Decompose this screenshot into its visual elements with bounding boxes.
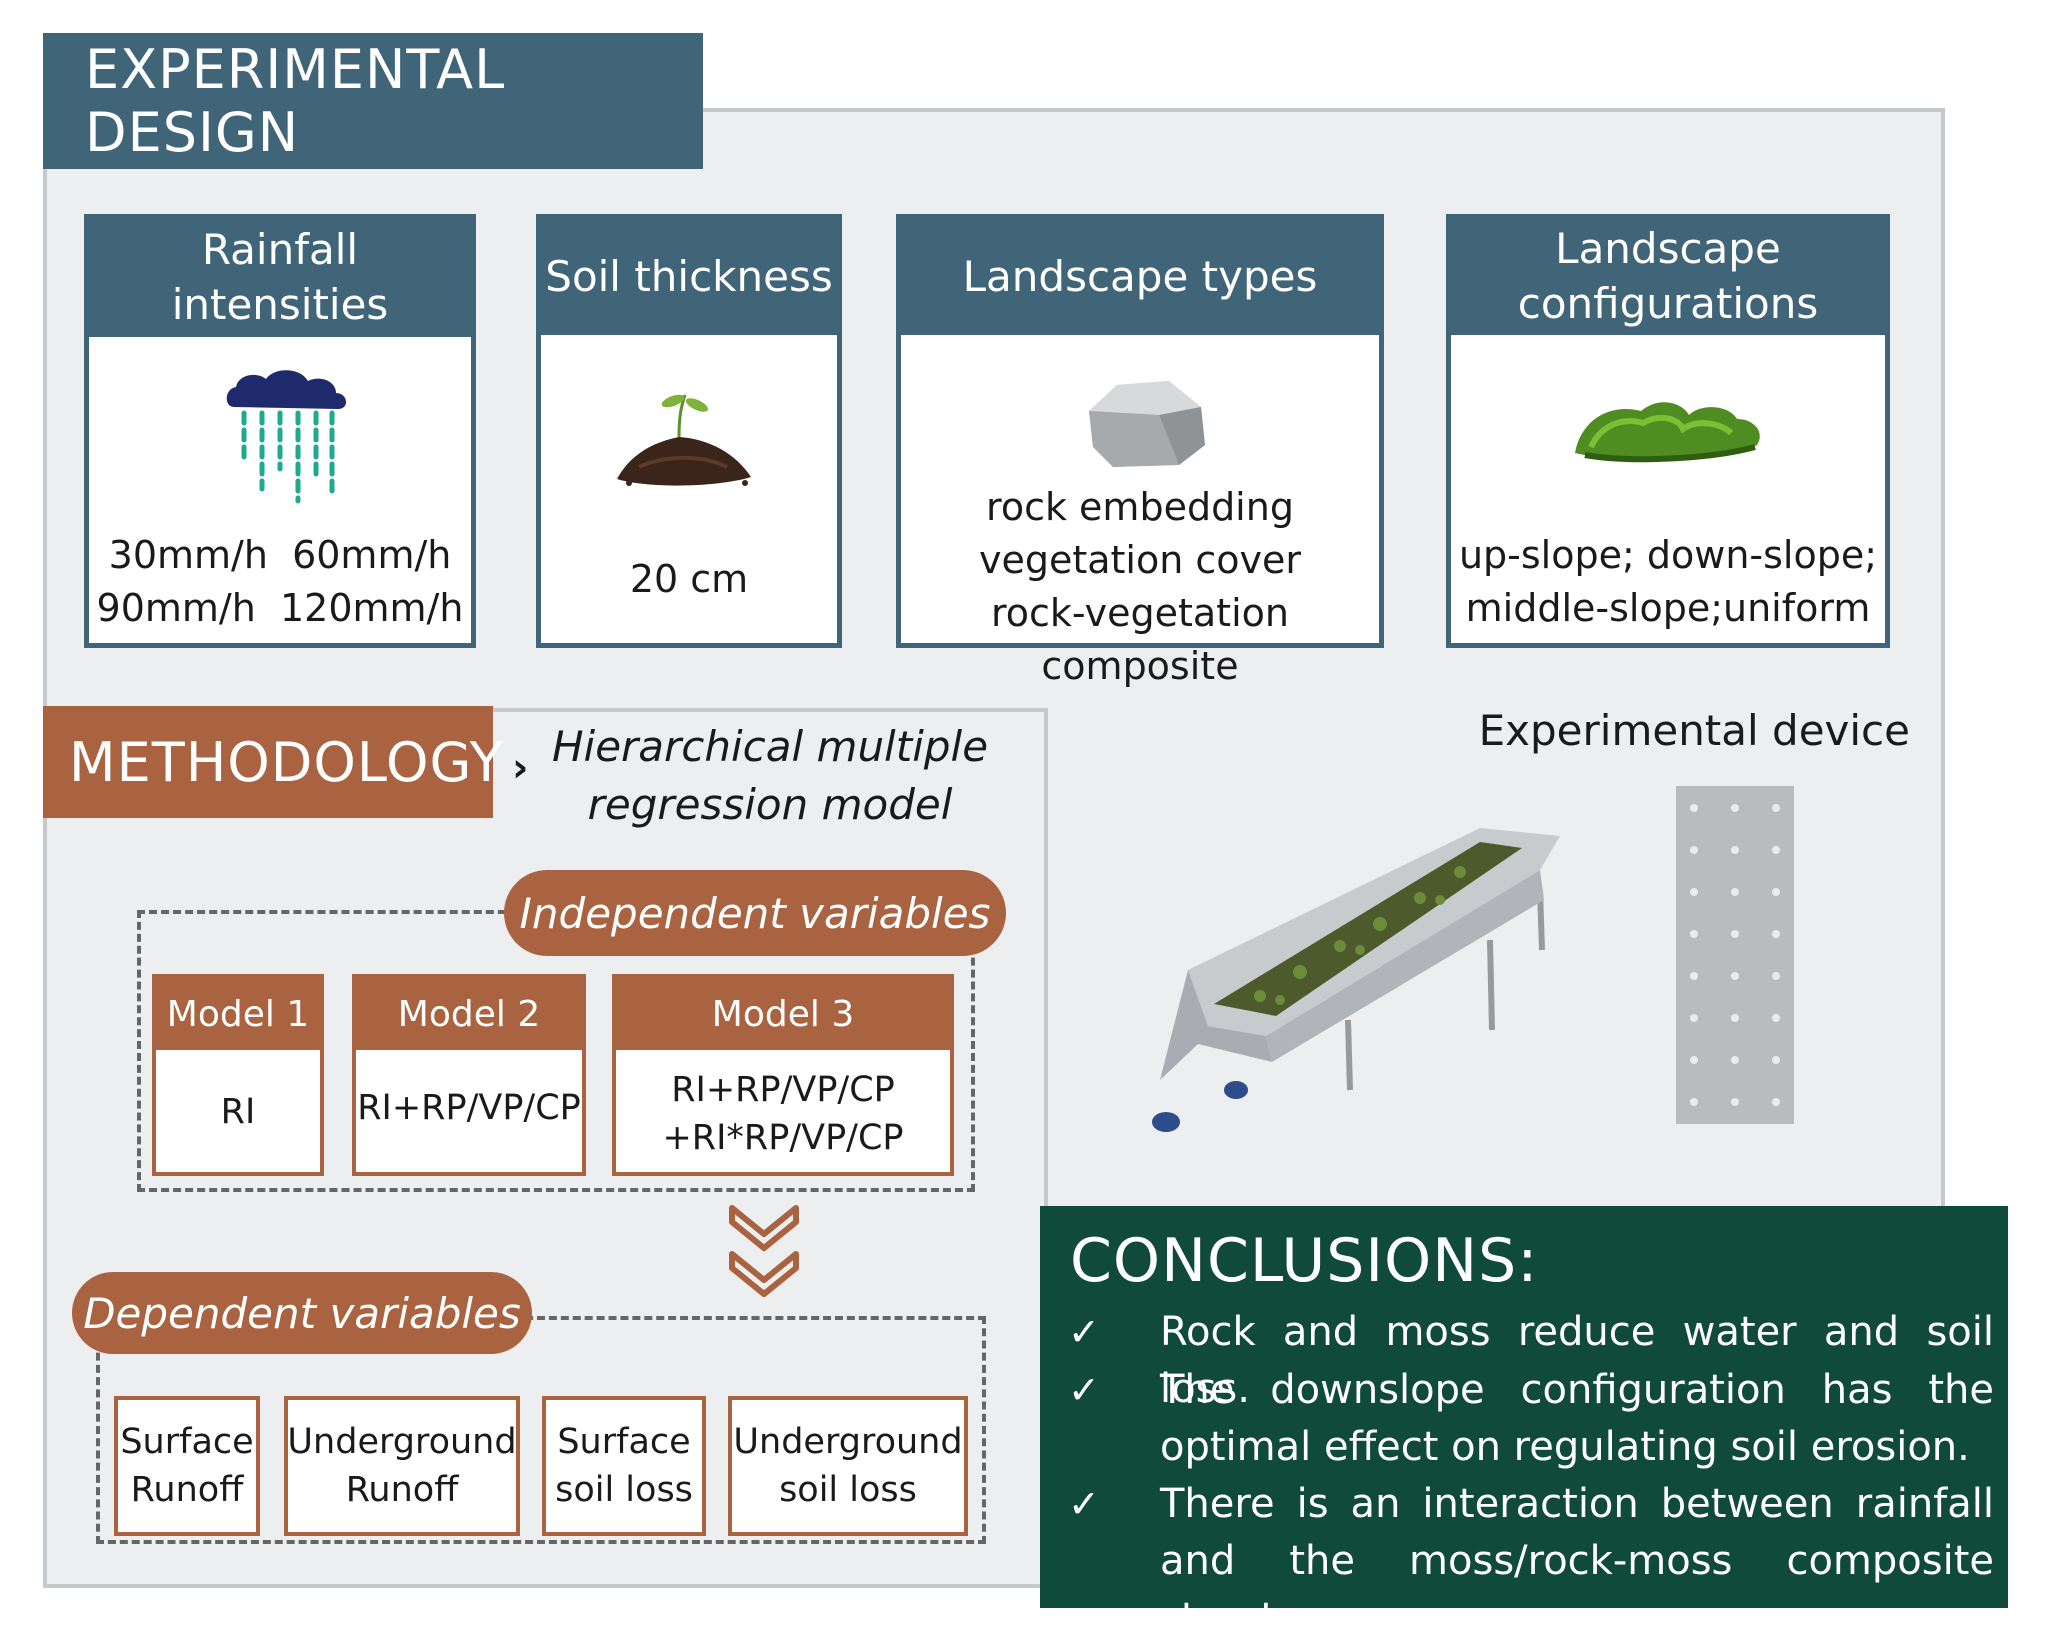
conclusion-text-3: There is an interaction between rainfall… [1160, 1481, 1994, 1641]
model-2-box: Model 2 RI+RP/VP/CP [352, 974, 586, 1176]
card-title-landscape-types: Landscape types [901, 219, 1379, 335]
soil-thickness-value: 20 cm [629, 557, 749, 601]
rock-icon [1089, 381, 1205, 467]
model-3-formula-line-1: RI+RP/VP/CP [671, 1070, 895, 1110]
card-landscape-configurations: Landscape configurations up-slope; down-… [1446, 214, 1890, 648]
check-icon: ✓ [1068, 1310, 1100, 1354]
rainfall-values: 30mm/h 60mm/h 90mm/h 120mm/h [89, 529, 471, 635]
experimental-design-title: EXPERIMENTAL DESIGN [43, 33, 703, 169]
dependent-1-line-1: Surface [120, 1422, 254, 1462]
conclusion-text-2: The downslope configuration has the opti… [1160, 1367, 1994, 1470]
dependent-1-line-2: Runoff [130, 1470, 244, 1510]
dependent-underground-soil-loss: Underground soil loss [728, 1396, 968, 1536]
dependent-3-line-1: Surface [557, 1422, 691, 1462]
conclusion-text-1: Rock and moss reduce water and soil loss… [1160, 1309, 1994, 1412]
methodology-model-type: Hierarchical multiple regression model [551, 722, 989, 829]
dependent-3-line-2: soil loss [555, 1470, 693, 1510]
soil-seedling-icon [617, 394, 751, 486]
model-1-title: Model 1 [156, 978, 320, 1050]
conclusions-panel: CONCLUSIONS: ✓ Rock and moss reduce wate… [1040, 1206, 2008, 1641]
card-title-soil-thickness: Soil thickness [541, 219, 837, 335]
landscape-type-composite: rock-vegetation composite [991, 591, 1289, 688]
independent-variables-label: Independent variables [504, 870, 1006, 956]
dependent-2-line-2: Runoff [345, 1470, 459, 1510]
dependent-variables-label: Dependent variables [72, 1272, 532, 1354]
perforated-plate-illustration [1676, 786, 1794, 1124]
rain-cloud-icon [226, 370, 347, 504]
dependent-variables-group [96, 1316, 986, 1544]
rainfall-values-line-1: 30mm/h 60mm/h [108, 533, 452, 577]
moss-icon [1575, 402, 1760, 463]
configuration-line-2: middle-slope;uniform [1465, 586, 1871, 630]
experimental-device-label: Experimental device [1478, 706, 1910, 755]
conclusions-title: CONCLUSIONS: [1070, 1226, 1539, 1296]
chevron-right-icon: › [512, 745, 529, 791]
conclusion-item-1: ✓ Rock and moss reduce water and soil lo… [1068, 1304, 1994, 1418]
model-1-formula: RI [220, 1092, 256, 1132]
model-2-formula: RI+RP/VP/CP [357, 1088, 581, 1128]
dependent-surface-soil-loss: Surface soil loss [542, 1396, 706, 1536]
rainfall-values-line-2: 90mm/h 120mm/h [96, 586, 464, 630]
conclusion-item-3: ✓ There is an interaction between rainfa… [1068, 1476, 1994, 1647]
check-icon: ✓ [1068, 1368, 1100, 1412]
card-soil-thickness: Soil thickness 20 cm [536, 214, 842, 648]
landscape-type-rock: rock embedding [986, 485, 1294, 529]
experimental-device-illustration [1152, 828, 1560, 1132]
model-3-formula: RI+RP/VP/CP +RI*RP/VP/CP [616, 1066, 950, 1162]
landscape-configurations-list: up-slope; down-slope; middle-slope;unifo… [1451, 529, 1885, 635]
model-2-title: Model 2 [356, 978, 582, 1050]
dependent-4-line-2: soil loss [779, 1470, 917, 1510]
card-rainfall-intensities: Rainfall intensities 30mm/h 60mm/h 90mm/… [84, 214, 476, 648]
model-1-box: Model 1 RI [152, 974, 324, 1176]
double-chevron-down-icon [729, 1205, 799, 1297]
dependent-4-line-1: Underground [733, 1422, 963, 1462]
configuration-line-1: up-slope; down-slope; [1458, 533, 1878, 577]
check-icon: ✓ [1068, 1482, 1100, 1526]
card-title-landscape-configurations: Landscape configurations [1451, 219, 1885, 335]
landscape-type-vegetation: vegetation cover [978, 538, 1302, 582]
methodology-title: METHODOLOGY [43, 706, 503, 818]
card-landscape-types: Landscape types rock embedding vegetatio… [896, 214, 1384, 688]
dependent-2-line-1: Underground [287, 1422, 517, 1462]
model-3-box: Model 3 RI+RP/VP/CP +RI*RP/VP/CP [612, 974, 954, 1176]
landscape-types-list: rock embedding vegetation cover rock-veg… [901, 481, 1379, 693]
model-3-title: Model 3 [616, 978, 950, 1050]
card-title-rainfall: Rainfall intensities [89, 219, 471, 337]
conclusion-item-2: ✓ The downslope configuration has the op… [1068, 1362, 1994, 1476]
model-3-formula-line-2: +RI*RP/VP/CP [662, 1118, 904, 1158]
